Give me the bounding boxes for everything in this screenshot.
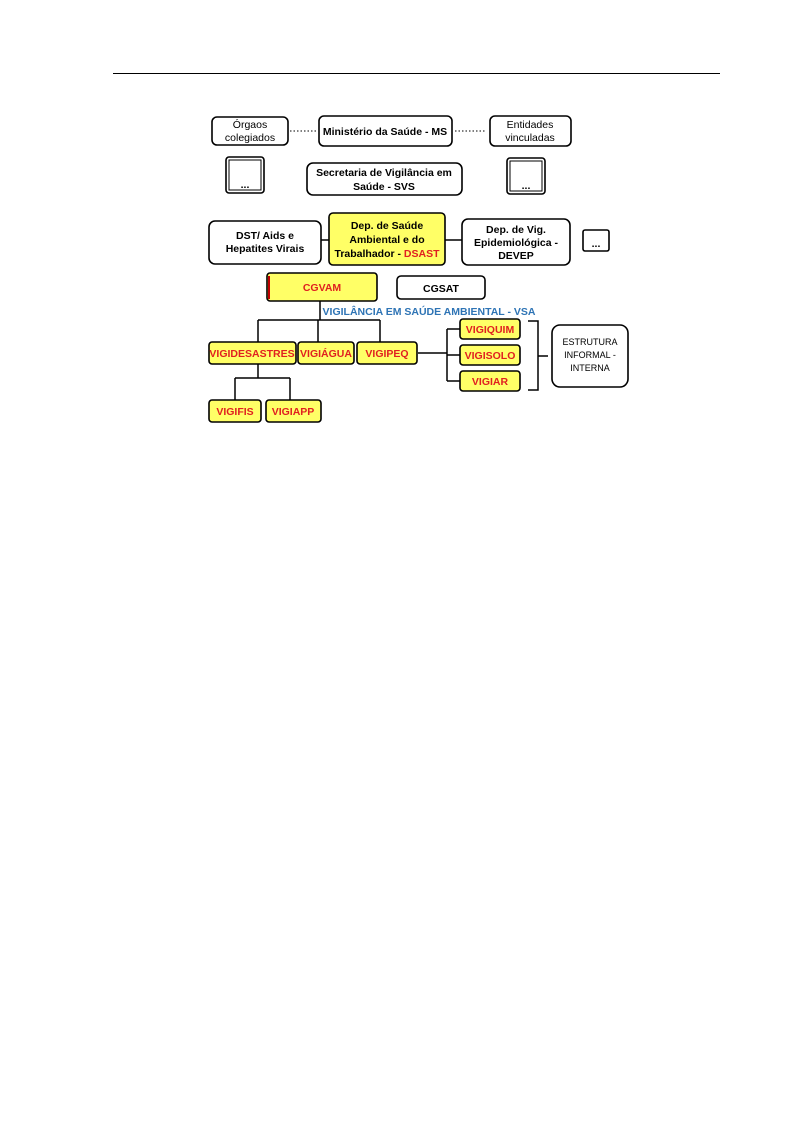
box-vigiar: VIGIAR (459, 370, 521, 392)
ministerio-label: Ministério da Saúde - MS (323, 126, 447, 138)
box-estrutura-informal: ESTRUTURA INFORMAL - INTERNA (551, 324, 629, 388)
box-vigifis: VIGIFIS (208, 399, 262, 423)
box-vigiquim: VIGIQUIM (459, 318, 521, 340)
box-vigipeq: VIGIPEQ (356, 341, 418, 365)
estrutura-line-3: INTERNA (570, 363, 610, 373)
vigiar-label: VIGIAR (472, 376, 509, 388)
vsa-title: VIGILÂNCIA EM SAÚDE AMBIENTAL - VSA (323, 305, 536, 318)
orgaos-line-1: Órgaos (233, 118, 267, 131)
secretaria-line-2: Saúde - SVS (353, 181, 415, 193)
estrutura-line-2: INFORMAL - (564, 350, 616, 360)
box-ministerio: Ministério da Saúde - MS (318, 115, 453, 147)
box-dsast: Dep. de Saúde Ambiental e do Trabalhador… (328, 212, 446, 266)
cgvam-label: CGVAM (303, 282, 342, 294)
dsast-line-2: Ambiental e do (349, 234, 424, 246)
secretaria-line-1: Secretaria de Vigilância em (316, 167, 452, 179)
bracket-estrutura (528, 320, 548, 391)
box-vigiagua: VIGIÁGUA (297, 341, 355, 365)
vigiagua-label: VIGIÁGUA (300, 347, 352, 360)
box-ellipsis-left: ... (225, 156, 265, 194)
estrutura-line-1: ESTRUTURA (562, 337, 617, 347)
box-vigiapp: VIGIAPP (265, 399, 322, 423)
cgsat-label: CGSAT (423, 283, 460, 295)
box-vigidesastres: VIGIDESASTRES (208, 341, 297, 365)
box-ellipsis-devep: ... (582, 229, 610, 252)
box-secretaria: Secretaria de Vigilância em Saúde - SVS (306, 162, 463, 196)
dsast-acronym: DSAST (404, 248, 440, 260)
dst-line-1: DST/ Aids e (236, 230, 294, 242)
box-cgvam: CGVAM (266, 272, 378, 302)
vigidesastres-label: VIGIDESASTRES (209, 348, 294, 360)
vigifis-label: VIGIFIS (216, 406, 253, 418)
box-cgsat: CGSAT (396, 275, 486, 300)
vigiquim-label: VIGIQUIM (466, 324, 515, 336)
box-dst-aids: DST/ Aids e Hepatites Virais (208, 220, 322, 265)
ellipsis-right-text: ... (522, 180, 531, 192)
box-vigisolo: VIGISOLO (459, 344, 521, 366)
dsast-line-1: Dep. de Saúde (351, 220, 424, 232)
box-orgaos-colegiados: Órgaos colegiados (211, 116, 289, 146)
orgaos-line-2: colegiados (225, 132, 275, 144)
entidades-line-1: Entidades (507, 119, 554, 131)
vigisolo-label: VIGISOLO (465, 350, 516, 362)
devep-line-1: Dep. de Vig. (486, 224, 546, 236)
ellipsis-left-text: ... (241, 179, 250, 191)
ellipsis-devep-text: ... (592, 238, 601, 250)
box-ellipsis-right: ... (506, 157, 546, 195)
box-devep: Dep. de Vig. Epidemiológica - DEVEP (461, 218, 571, 266)
devep-line-3: DEVEP (498, 250, 534, 262)
dsast-line-3: Trabalhador - DSAST (334, 248, 440, 260)
header-rule (113, 73, 720, 74)
vigiapp-label: VIGIAPP (272, 406, 315, 418)
dst-line-2: Hepatites Virais (226, 243, 305, 255)
devep-line-2: Epidemiológica - (474, 237, 559, 249)
vigipeq-label: VIGIPEQ (365, 348, 408, 360)
box-entidades-vinculadas: Entidades vinculadas (489, 115, 572, 147)
entidades-line-2: vinculadas (505, 132, 555, 144)
